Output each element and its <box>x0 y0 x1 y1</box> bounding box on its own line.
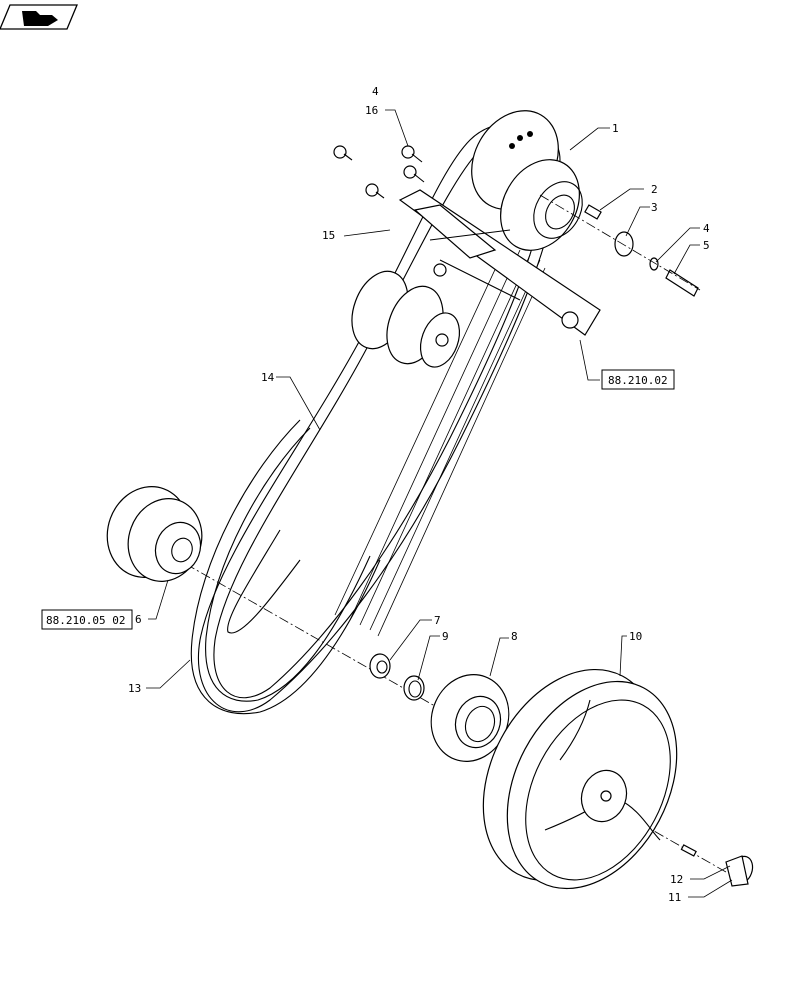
callout-1: 1 <box>612 122 619 135</box>
callout-6: 6 <box>135 613 142 626</box>
callout-3: 3 <box>651 201 658 214</box>
washer-4 <box>649 257 659 271</box>
key-12 <box>680 844 697 857</box>
bolt-group <box>333 145 425 199</box>
callout-14: 14 <box>261 371 275 384</box>
hub-11 <box>725 855 754 887</box>
callout-15: 15 <box>322 229 335 242</box>
callout-12: 12 <box>670 873 683 886</box>
callout-11: 11 <box>668 891 681 904</box>
callout-8: 8 <box>511 630 518 643</box>
callout-9: 9 <box>442 630 449 643</box>
callout-4-top: 4 <box>372 85 379 98</box>
bolt-5 <box>665 269 699 297</box>
drive-belt-lower <box>190 419 381 715</box>
reference-link-left[interactable]: 88.210.05 02 <box>41 609 133 630</box>
bushing-7 <box>369 653 391 679</box>
idler-rollers <box>351 270 461 368</box>
callout-5: 5 <box>703 239 710 252</box>
callout-16: 16 <box>365 104 378 117</box>
bearing-8 <box>430 674 510 762</box>
callout-4-right: 4 <box>703 222 710 235</box>
callout-10: 10 <box>629 630 642 643</box>
arrow-folder-icon[interactable] <box>0 4 78 30</box>
upper-pulley <box>471 110 583 251</box>
reference-left-label: 88.210.05 02 <box>46 614 125 627</box>
callout-7: 7 <box>434 614 441 627</box>
callout-13: 13 <box>128 682 141 695</box>
reference-upper-label: 88.210.02 <box>608 374 668 387</box>
left-pulley <box>106 486 203 582</box>
ring-9 <box>403 675 425 701</box>
large-pulley <box>482 668 678 890</box>
leader-lines <box>146 109 733 898</box>
idler-arm <box>398 189 601 336</box>
callout-2: 2 <box>651 183 658 196</box>
spacer-2 <box>584 204 602 220</box>
reference-link-upper[interactable]: 88.210.02 <box>601 369 675 390</box>
washer-3 <box>614 231 634 257</box>
